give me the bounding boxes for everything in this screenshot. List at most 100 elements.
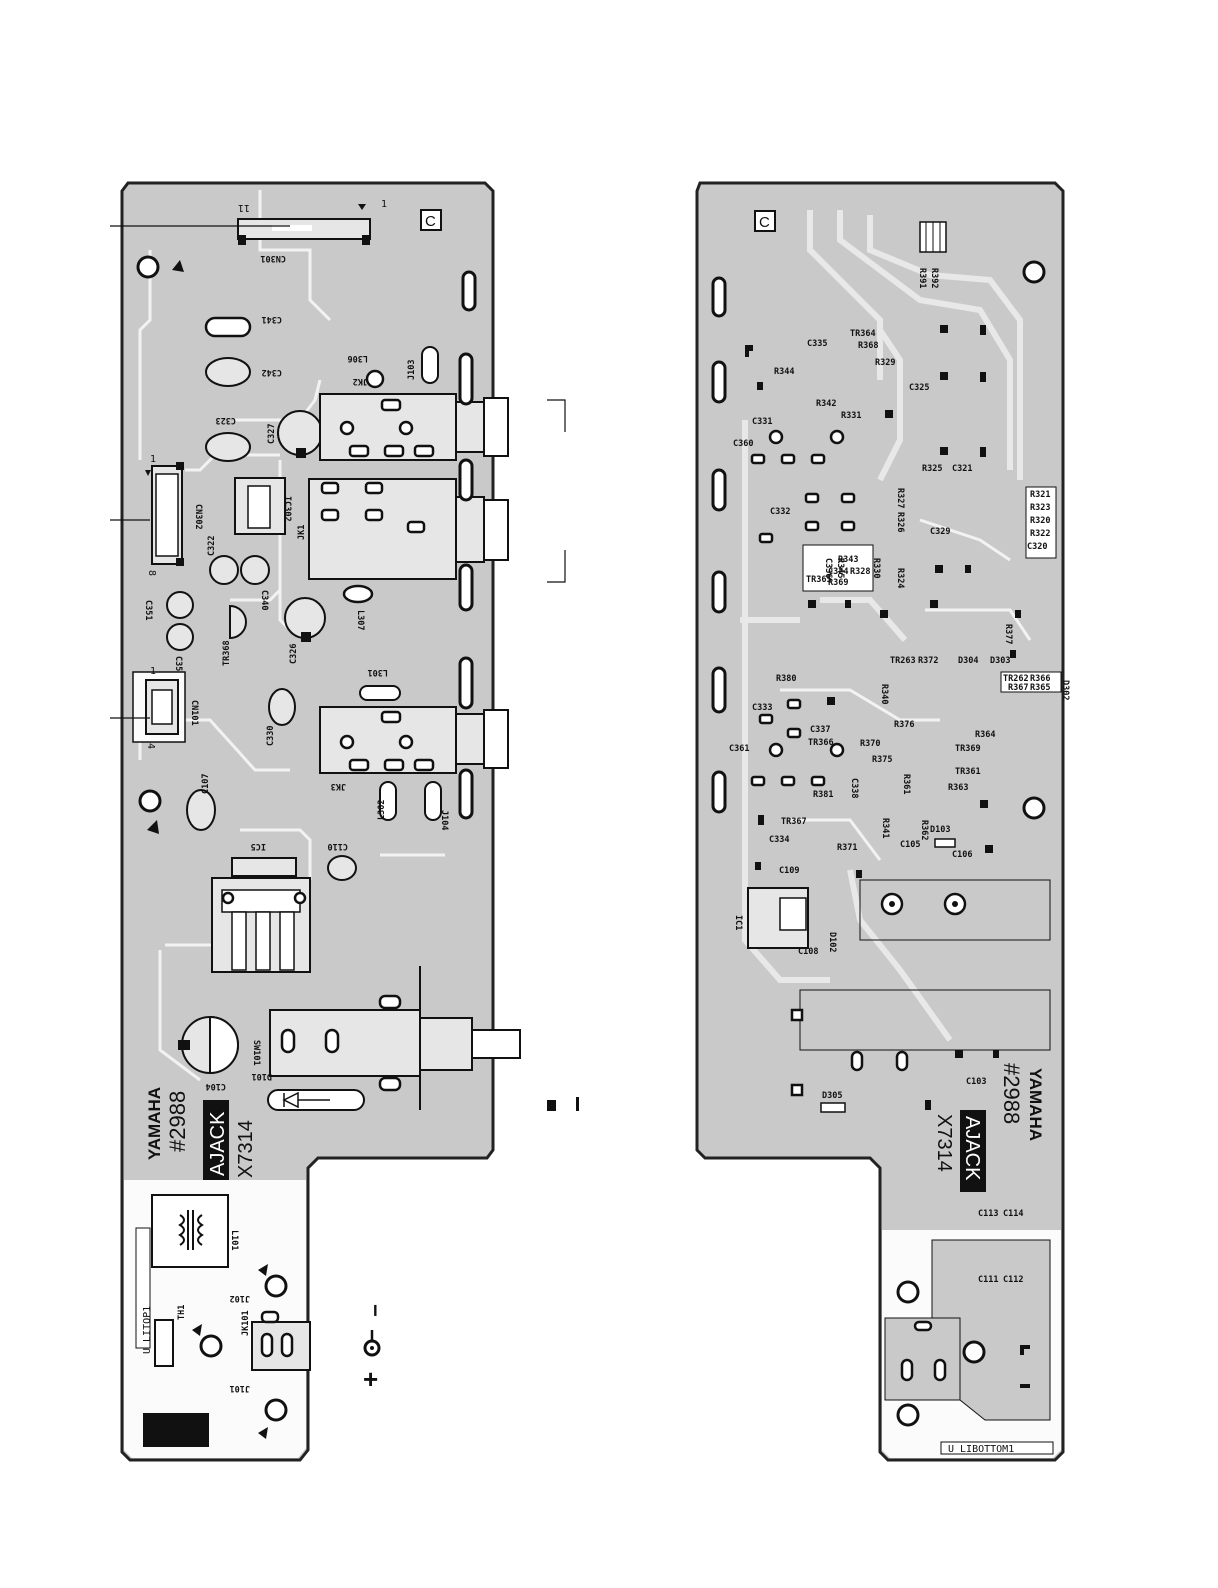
thermistor-th1: TH1 (154, 1305, 187, 1367)
side-marker: C (759, 214, 770, 231)
ic302: IC302 (234, 477, 292, 535)
label-r392: R392 (929, 268, 939, 288)
diode-d103-body (934, 838, 956, 848)
mounting-hole (896, 1403, 920, 1427)
polarity-symbol: − + (363, 1304, 388, 1394)
label-c338: C338 (849, 778, 859, 798)
label-r365: R365 (1030, 683, 1050, 693)
side-marker-box (420, 209, 442, 231)
label-tr369: TR369 (955, 744, 981, 754)
label-j104: J104 (439, 810, 449, 830)
capacitor-c326: C326 (284, 597, 326, 664)
pin-label: 8 (146, 570, 157, 576)
label-r321: R321 (1030, 490, 1050, 500)
label-c324: C324 (828, 567, 848, 577)
label-ic5: IC5 (251, 841, 266, 851)
label-l302: L302 (377, 800, 387, 820)
inductor-l301: L301 (359, 667, 401, 701)
side-marker-box (754, 210, 776, 232)
capacitor-c330: C330 (266, 688, 296, 746)
label-c323: C323 (216, 415, 236, 425)
label-c341: C341 (262, 314, 282, 324)
label-tr365: TR365 (806, 575, 832, 585)
jumper-j104: J104 (424, 781, 449, 830)
label-c113: C113 (978, 1209, 998, 1219)
label-r381: R381 (813, 790, 833, 800)
label-r361: R361 (901, 774, 911, 794)
mounting-hole (199, 1334, 223, 1358)
label-r327: R327 (895, 488, 905, 508)
label-d101: D101 (252, 1071, 272, 1081)
label-d102: D102 (827, 932, 837, 952)
label-c351: C351 (143, 600, 153, 620)
label-r375: R375 (872, 755, 892, 765)
label-c342: C342 (262, 367, 282, 377)
board-name-plate (960, 1110, 986, 1192)
ic1: IC1 (733, 887, 809, 949)
label-r370: R370 (860, 739, 880, 749)
side-marker: C (425, 213, 436, 230)
pin-label: 4 (145, 743, 156, 749)
mounting-hole (264, 1398, 288, 1422)
label-c112: C112 (1003, 1275, 1023, 1285)
label-d305: D305 (822, 1091, 842, 1101)
diode-d101: D101 (252, 1071, 365, 1111)
label-j101: J101 (230, 1383, 250, 1393)
switch-sw101: SW101 (251, 966, 521, 1110)
polarity-minus: − (363, 1304, 388, 1317)
label-c350: C350 (173, 656, 183, 676)
label-r324: R324 (895, 568, 905, 588)
label-r377: R377 (1003, 624, 1013, 644)
capacitor-c350: C350 (166, 623, 194, 676)
label-d103: D103 (930, 825, 950, 835)
label-l307: L307 (355, 610, 365, 630)
label-c107: C107 (201, 774, 211, 794)
label-tr263: TR263 (890, 656, 916, 666)
capacitor-c342: C342 (205, 357, 282, 387)
cn301-connector: 11 1 CN301 (237, 199, 387, 263)
label-c103: C103 (966, 1077, 986, 1087)
part-number: X7314 (933, 1114, 955, 1172)
label-c327: C327 (267, 424, 277, 444)
label-r329: R329 (875, 358, 895, 368)
label-r325: R325 (922, 464, 942, 474)
label-c361: C361 (729, 744, 749, 754)
label-ic302: IC302 (282, 496, 292, 522)
brand-label: YAMAHA (145, 1087, 164, 1160)
diode-d305-body (820, 1102, 846, 1113)
label-tr361: TR361 (955, 767, 981, 777)
label-c331: C331 (752, 417, 772, 427)
label-r371: R371 (837, 843, 857, 853)
label-r322: R322 (1030, 529, 1050, 539)
label-cn301: CN301 (260, 253, 286, 263)
label-tr367: TR367 (781, 817, 807, 827)
label-c336: C336 (823, 558, 833, 578)
capacitor-c322: C322 (207, 536, 239, 585)
label-tr364: TR364 (850, 329, 876, 339)
label-r343: R343 (838, 555, 858, 565)
label-r340: R340 (879, 684, 889, 704)
label-r380: R380 (776, 674, 796, 684)
board-name-plate (203, 1100, 229, 1180)
label-r320: R320 (1030, 516, 1050, 526)
part-number: X7314 (235, 1120, 257, 1178)
label-sw101: SW101 (251, 1040, 261, 1066)
transistor-tr368: TR368 (222, 604, 247, 666)
label-c106: C106 (952, 850, 972, 860)
mounting-hole (1022, 796, 1046, 820)
marking-block (143, 1413, 209, 1447)
label-l101: L101 (229, 1230, 239, 1250)
label-r326: R326 (895, 512, 905, 532)
label-r331: R331 (841, 411, 861, 421)
capacitor-c104: C104 (178, 1015, 239, 1091)
label-r328: R328 (850, 567, 870, 577)
label-ic1: IC1 (733, 915, 743, 930)
jack-jk2: JK2 (319, 376, 509, 461)
mounting-hole (138, 789, 162, 813)
label-tr366: TR366 (808, 738, 834, 748)
mounting-hole (896, 1280, 920, 1304)
label-c111: C111 (978, 1275, 998, 1285)
label-c326: C326 (289, 644, 299, 664)
brand-label: YAMAHA (1026, 1068, 1045, 1141)
